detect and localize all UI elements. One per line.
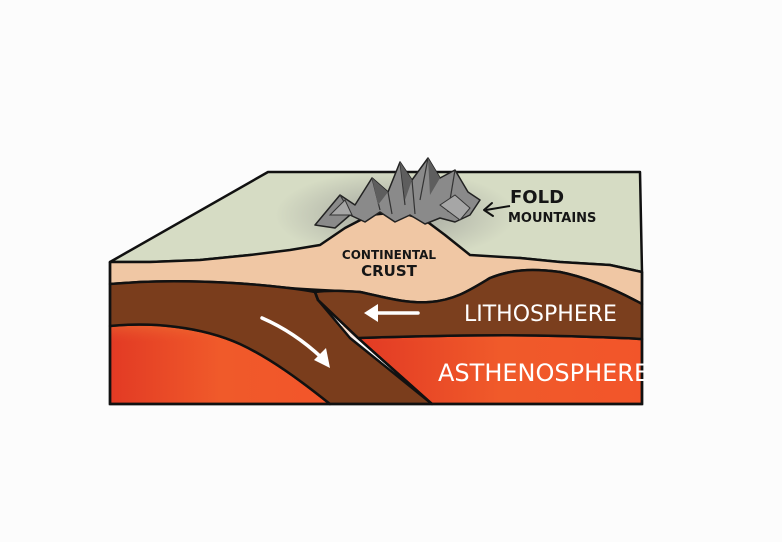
label-asthenosphere: ASTHENOSPHERE [438,359,649,387]
fold-mountains [314,157,481,229]
label-continental: CONTINENTAL [342,248,437,262]
fold-mountains-pointer-arrow [483,202,511,217]
block-front-outline [108,262,644,406]
label-lithosphere: LITHOSPHERE [464,302,617,327]
plate-boundary-line [313,291,433,405]
subduction-motion-arrow [260,316,330,368]
lithosphere-layer-right [313,268,644,341]
lithosphere-motion-arrow [364,304,420,322]
label-crust: CRUST [361,262,418,280]
label-fold: FOLD [510,187,564,208]
label-mountains: MOUNTAINS [508,211,596,226]
